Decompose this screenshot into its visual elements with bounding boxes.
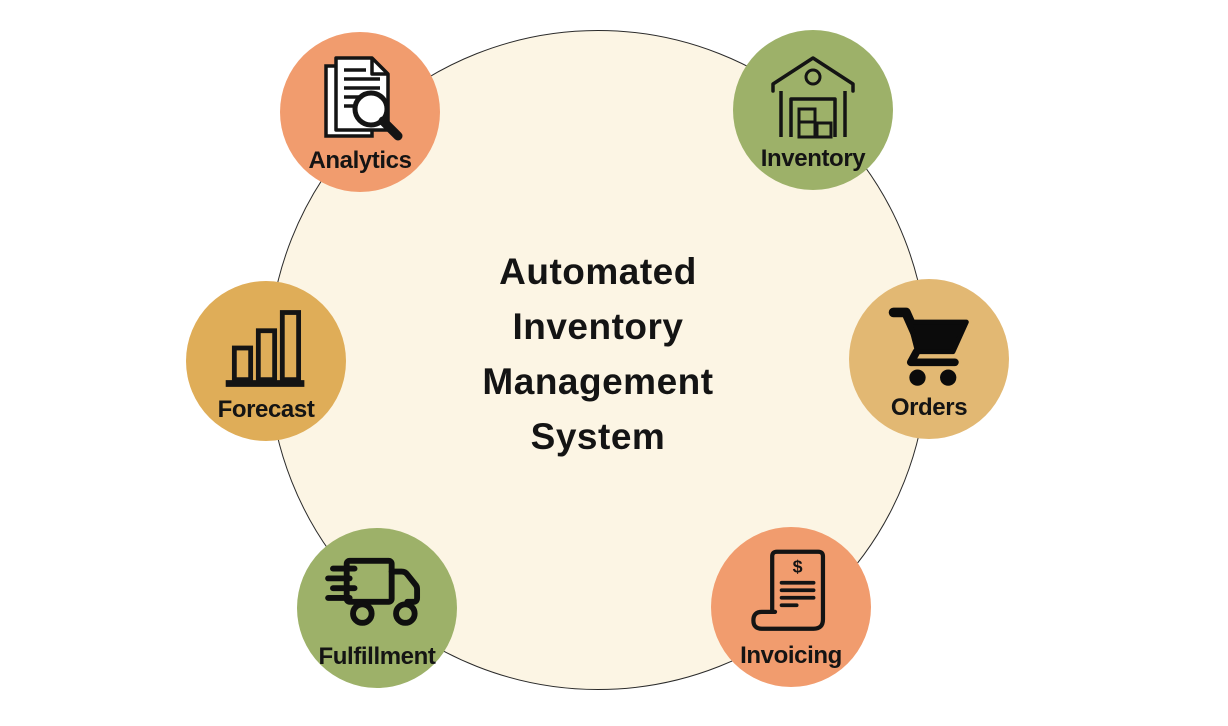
node-inventory: Inventory	[733, 30, 893, 190]
node-forecast: Forecast	[186, 281, 346, 441]
shopping-cart-icon	[881, 299, 977, 393]
node-label-orders: Orders	[890, 393, 968, 421]
delivery-truck-icon	[323, 548, 431, 642]
node-analytics: Analytics	[280, 32, 440, 192]
node-label-inventory: Inventory	[760, 144, 866, 172]
node-label-analytics: Analytics	[308, 146, 412, 174]
node-label-fulfillment: Fulfillment	[318, 642, 436, 670]
document-magnifier-icon	[312, 52, 408, 146]
node-invoicing: $ Invoicing	[711, 527, 871, 687]
invoice-icon: $	[744, 547, 838, 641]
bar-chart-icon	[218, 301, 314, 395]
node-label-forecast: Forecast	[217, 395, 315, 423]
node-fulfillment: Fulfillment	[297, 528, 457, 688]
dollar-glyph: $	[793, 556, 803, 576]
node-orders: Orders	[849, 279, 1009, 439]
diagram-title: Automated Inventory Management System	[482, 251, 714, 457]
node-label-invoicing: Invoicing	[740, 641, 842, 669]
warehouse-icon	[763, 50, 863, 144]
